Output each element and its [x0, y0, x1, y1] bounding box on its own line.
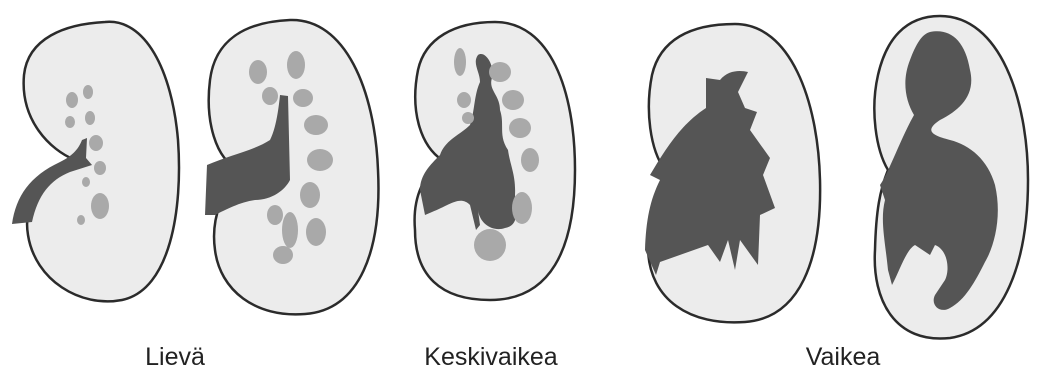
label-moderate: Keskivaikea: [424, 343, 557, 372]
label-severe: Vaikea: [806, 343, 881, 372]
kidney-1-mild: [12, 22, 179, 302]
kidney-3-moderate: [415, 22, 575, 300]
kidney-2-mild: [205, 20, 378, 314]
kidney-5-severe: [874, 16, 1028, 339]
kidney-4-severe: [645, 24, 820, 322]
label-mild: Lievä: [145, 343, 205, 372]
